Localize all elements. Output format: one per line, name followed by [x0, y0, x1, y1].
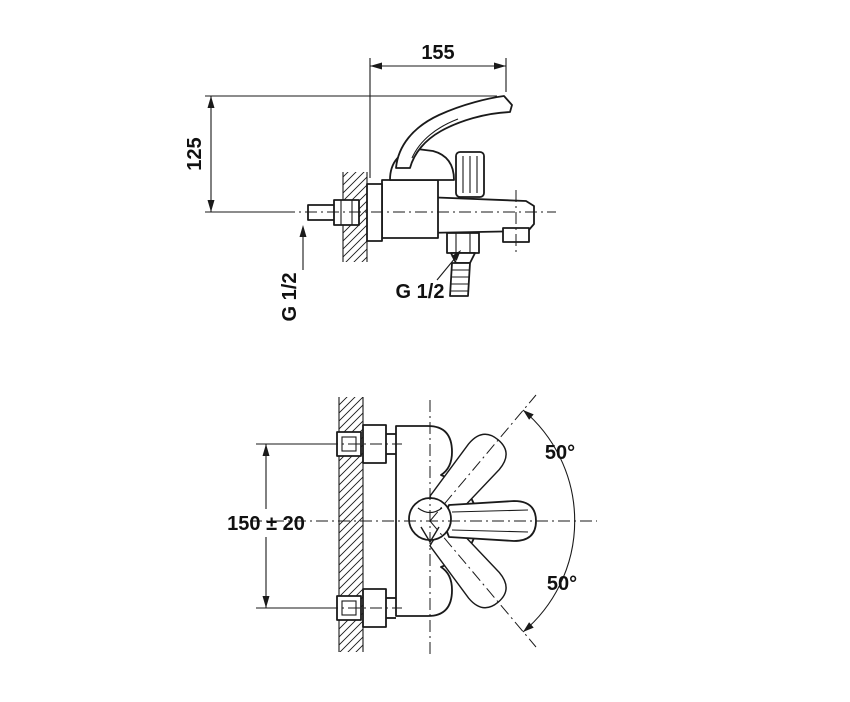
side-view: 155 125 G 1/2 G 1/2 — [184, 42, 556, 321]
centerline-handle-down — [429, 520, 537, 648]
diverter-knob — [455, 151, 485, 198]
lever-handle-side — [395, 95, 513, 169]
dim-width-label: 155 — [421, 42, 454, 64]
thread-hose-callout: G 1/2 — [396, 250, 461, 303]
hose-thread-label: G 1/2 — [396, 281, 445, 303]
angle-upper-label: 50° — [545, 442, 575, 464]
flexible-hose — [449, 262, 471, 297]
angle-lower-label: 50° — [547, 573, 577, 595]
dimension-height-125: 125 — [184, 95, 497, 213]
dimension-width-155: 155 — [369, 42, 507, 178]
dim-spacing-label: 150 ± 20 — [227, 513, 305, 535]
spout-side — [423, 196, 535, 243]
rotation-arc — [522, 409, 576, 633]
mixer-body-side — [381, 179, 439, 239]
plan-view: 150 ± 20 50° 50° — [227, 394, 597, 656]
centerline-handle-up — [429, 394, 537, 522]
shower-hose-union — [446, 232, 480, 297]
dim-height-label: 125 — [184, 137, 206, 170]
inlet-thread-label: G 1/2 — [279, 273, 301, 322]
dimension-spacing-150: 150 ± 20 — [227, 443, 336, 609]
thread-inlet-callout: G 1/2 — [279, 225, 307, 321]
